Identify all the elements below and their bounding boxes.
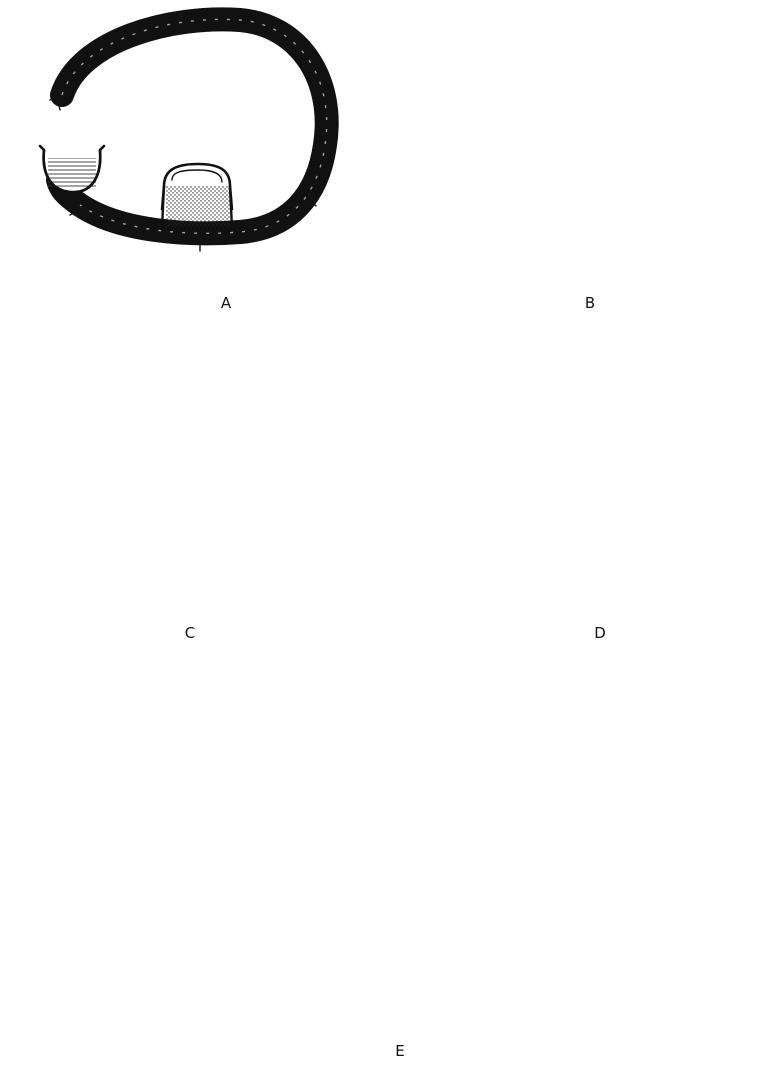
panel-label-d: D bbox=[594, 624, 606, 642]
panel-label-a: A bbox=[221, 294, 231, 312]
panel-label-c: C bbox=[185, 624, 195, 642]
panel-label-b: B bbox=[585, 294, 595, 312]
panel-a-drawing bbox=[40, 19, 328, 251]
panel-label-e: E bbox=[395, 1042, 404, 1060]
